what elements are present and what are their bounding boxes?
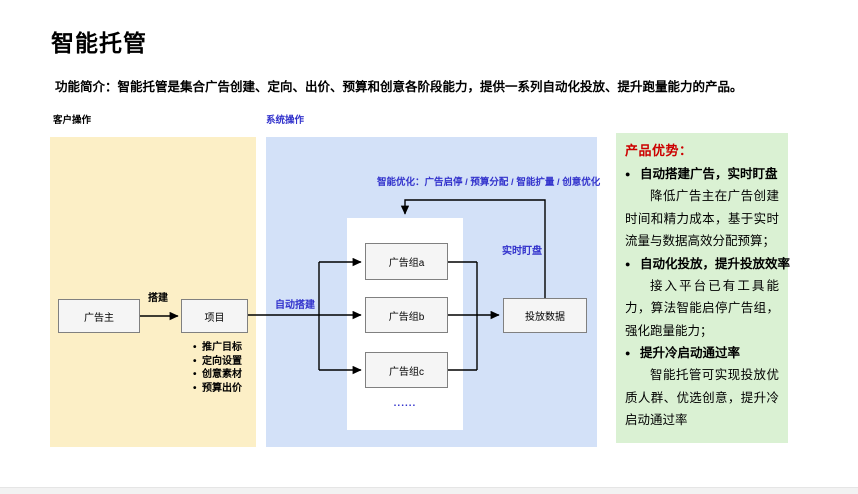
advantage-body: 接入平台已有工具能力，算法智能启停广告组，强化跑量能力； [625, 278, 779, 338]
advantage-title: 提升冷启动通过率 [625, 342, 779, 364]
advantage-body: 智能托管可实现投放优质人群、优选创意，提升冷启动通过率 [625, 368, 779, 427]
list-item: 创意素材 [193, 368, 256, 382]
customer-ops-label: 客户操作 [53, 115, 92, 126]
advertiser-node: 广告主 [58, 299, 140, 333]
advantages-heading: 产品优势： [625, 143, 693, 158]
advantage-body: 降低广告主在广告创建时间和精力成本，基于实时流量与数据高效分配预算； [625, 189, 779, 248]
advantages-panel: 产品优势： 自动搭建广告，实时盯盘 降低广告主在广告创建时间和精力成本，基于实时… [616, 133, 790, 443]
advantage-title: 自动搭建广告，实时盯盘 [625, 163, 779, 185]
bottom-bar [0, 487, 858, 494]
realtime-monitor-label: 实时盯盘 [502, 246, 542, 257]
more-adgroups-ellipsis: ...... [393, 398, 417, 409]
list-item: 预算出价 [193, 382, 256, 396]
build-label: 搭建 [148, 293, 168, 304]
advantage-item: 自动化投放，提升投放效率 接入平台已有工具能力，算法智能启停广告组，强化跑量能力… [625, 253, 790, 343]
project-node: 项目 [181, 299, 248, 333]
adgroup-b-node: 广告组b [365, 297, 448, 333]
advantage-item: 提升冷启动通过率 智能托管可实现投放优质人群、优选创意，提升冷启动通过率 [625, 342, 779, 432]
page-subtitle: 功能简介：智能托管是集合广告创建、定向、出价、预算和创意各阶段能力，提供一系列自… [55, 80, 743, 94]
delivery-data-node: 投放数据 [503, 298, 587, 333]
adgroup-c-node: 广告组c [365, 352, 448, 388]
advantage-title: 自动化投放，提升投放效率 [625, 253, 790, 275]
project-detail-list: 推广目标 定向设置 创意素材 预算出价 [193, 341, 256, 396]
auto-build-label: 自动搭建 [275, 300, 315, 311]
adgroup-a-node: 广告组a [365, 243, 448, 280]
customer-ops-panel [50, 137, 256, 447]
list-item: 定向设置 [193, 355, 256, 369]
page-title: 智能托管 [51, 30, 147, 56]
system-ops-label: 系统操作 [266, 115, 305, 126]
advantage-item: 自动搭建广告，实时盯盘 降低广告主在广告创建时间和精力成本，基于实时流量与数据高… [625, 163, 779, 253]
smart-optimize-label: 智能优化：广告启停 / 预算分配 / 智能扩量 / 创意优化 [377, 177, 601, 188]
list-item: 推广目标 [193, 341, 256, 355]
